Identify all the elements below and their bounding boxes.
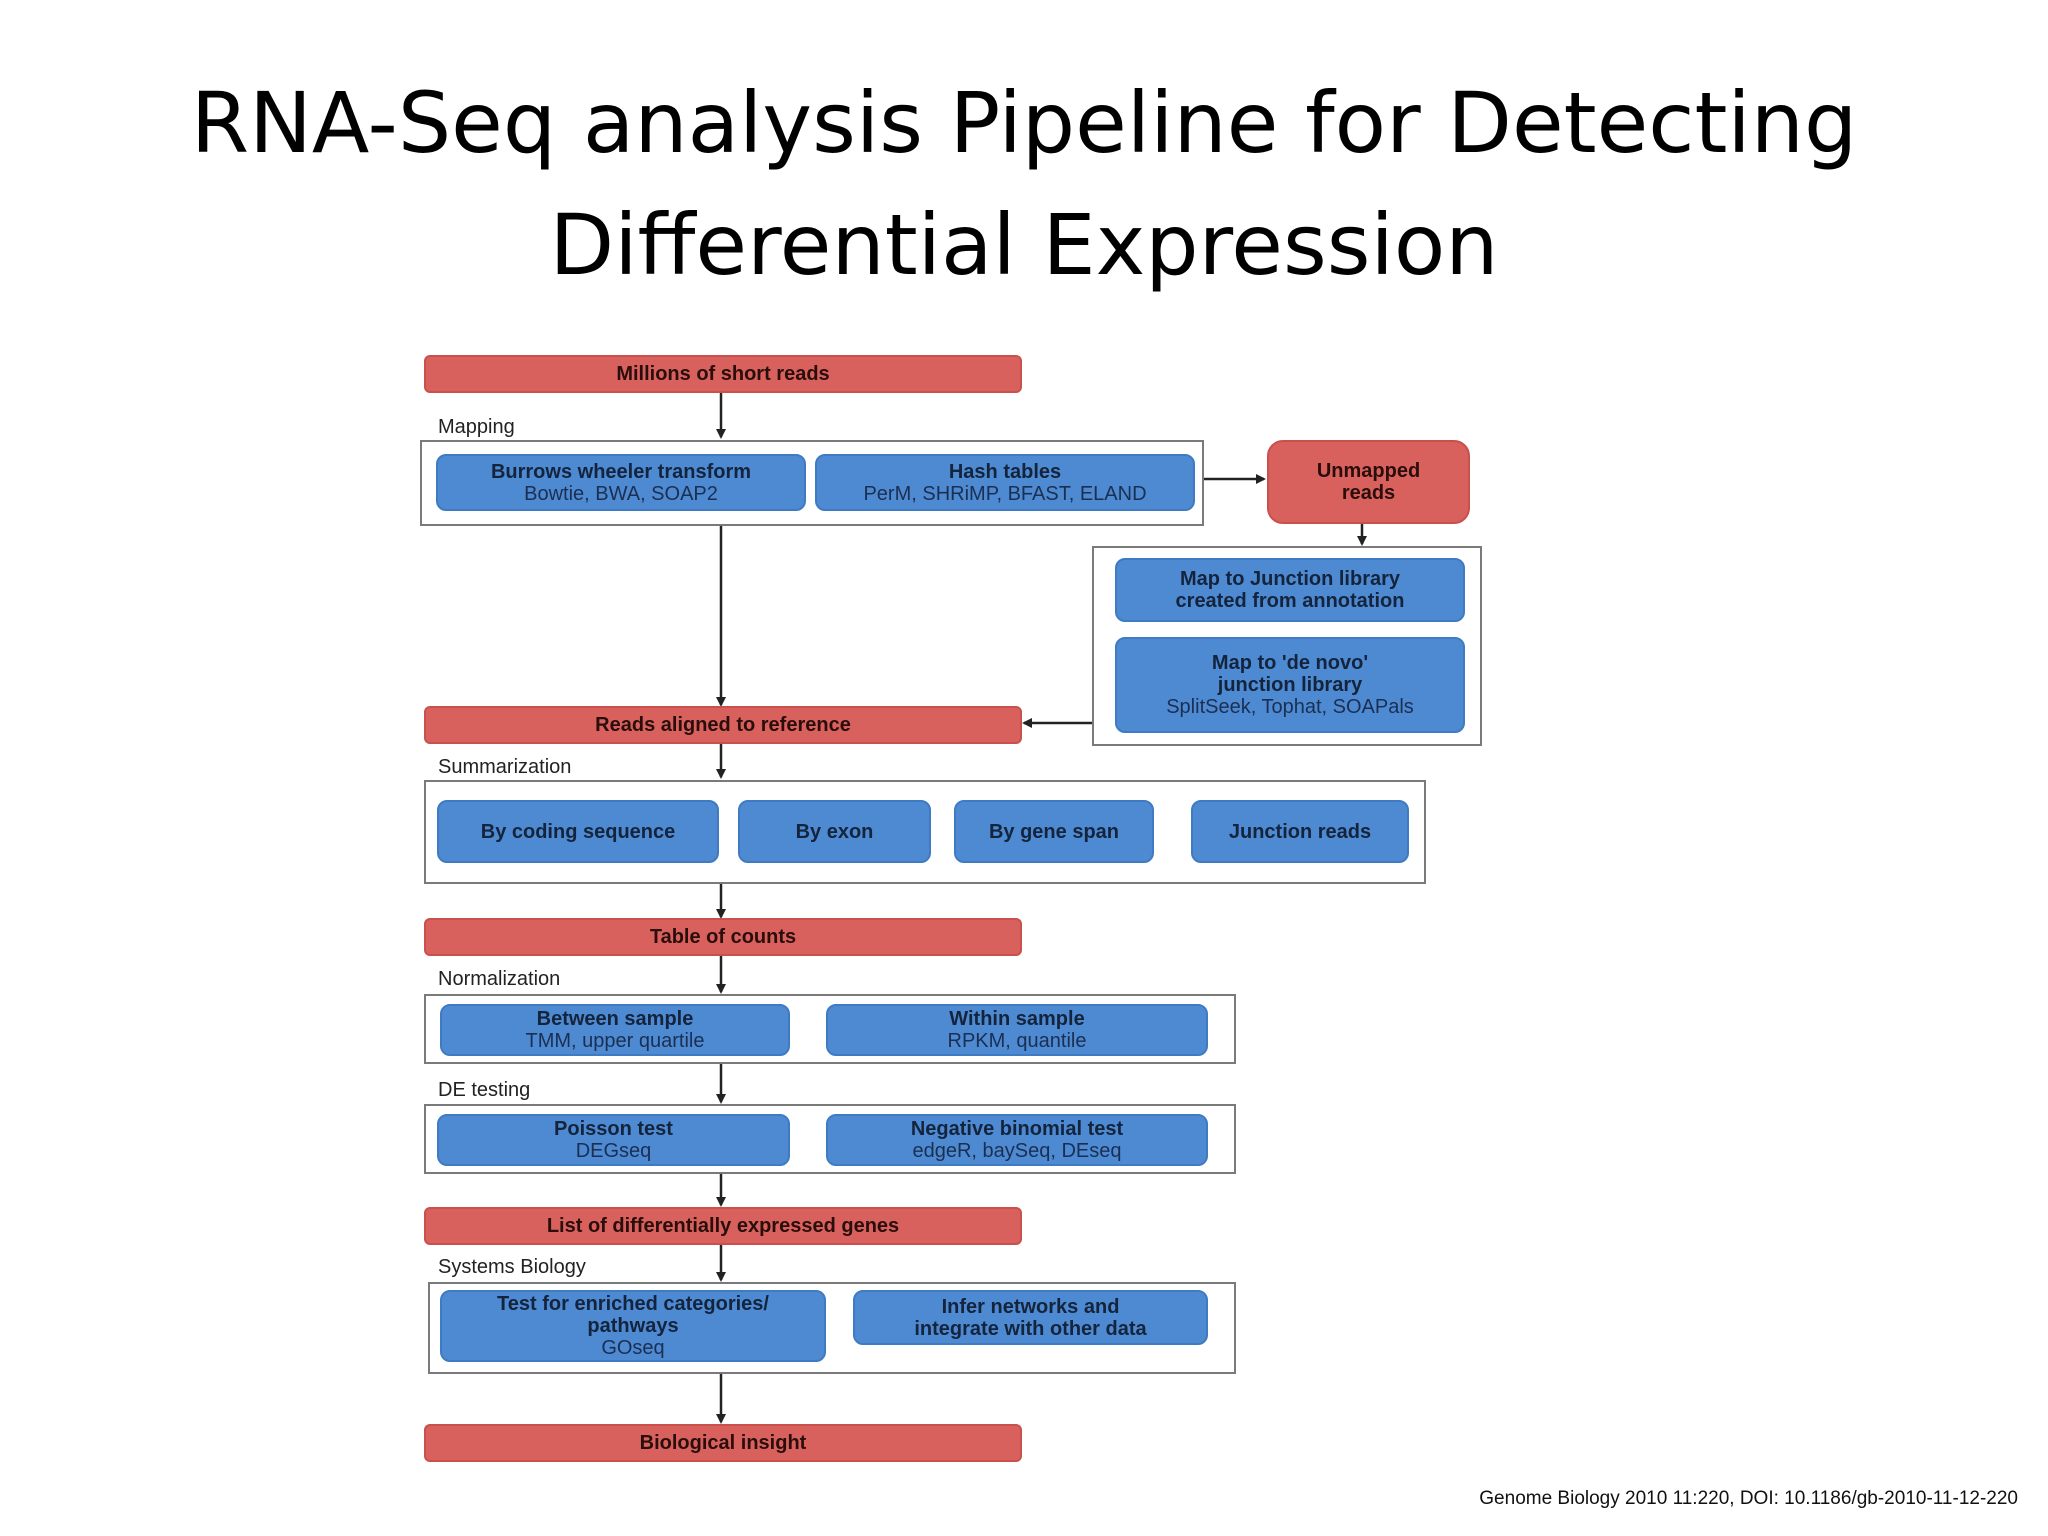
stage-unmapped-reads: Unmapped reads [1267, 440, 1470, 524]
citation: Genome Biology 2010 11:220, DOI: 10.1186… [1479, 1488, 2018, 1509]
stage-table-of-counts: Table of counts [424, 918, 1022, 956]
stage-de-gene-list: List of differentially expressed genes [424, 1207, 1022, 1245]
stage-short-reads: Millions of short reads [424, 355, 1022, 393]
method-hash-tables-title: Hash tables [948, 460, 1062, 483]
method-burrows-wheeler: Burrows wheeler transform Bowtie, BWA, S… [436, 454, 806, 511]
stage-de-gene-list-label: List of differentially expressed genes [546, 1214, 900, 1237]
method-enriched-categories-tools: GOseq [601, 1337, 665, 1359]
method-enriched-categories-line-2: pathways [587, 1315, 679, 1337]
section-label-systems-biology: Systems Biology [438, 1256, 586, 1278]
method-junction-denovo-line-2: junction library [1217, 674, 1363, 696]
stage-reads-aligned-label: Reads aligned to reference [595, 713, 851, 736]
method-within-sample: Within sample RPKM, quantile [826, 1004, 1208, 1056]
stage-reads-aligned: Reads aligned to reference [424, 706, 1022, 744]
method-poisson-test: Poisson test DEGseq [437, 1114, 790, 1166]
stage-biological-insight: Biological insight [424, 1424, 1022, 1462]
stage-short-reads-label: Millions of short reads [616, 362, 830, 385]
method-poisson-test-title: Poisson test [554, 1118, 673, 1140]
method-enriched-categories: Test for enriched categories/ pathways G… [440, 1290, 826, 1362]
stage-unmapped-line-2: reads [1341, 482, 1396, 504]
stage-biological-insight-label: Biological insight [639, 1431, 807, 1454]
method-infer-networks-line-2: integrate with other data [914, 1317, 1147, 1340]
method-enriched-categories-line-1: Test for enriched categories/ [497, 1293, 769, 1315]
method-hash-tables: Hash tables PerM, SHRiMP, BFAST, ELAND [815, 454, 1195, 511]
section-label-normalization: Normalization [438, 968, 561, 990]
method-junction-reads-label: Junction reads [1228, 820, 1372, 843]
method-by-exon: By exon [738, 800, 931, 863]
method-junction-annotation-line-1: Map to Junction library [1179, 568, 1401, 590]
method-by-coding-sequence-label: By coding sequence [480, 820, 676, 843]
slide-title-line-1: RNA-Seq analysis Pipeline for Detecting [190, 74, 1858, 172]
stage-table-of-counts-label: Table of counts [649, 925, 797, 948]
method-infer-networks: Infer networks and integrate with other … [853, 1290, 1208, 1345]
method-junction-reads: Junction reads [1191, 800, 1409, 863]
method-by-gene-span: By gene span [954, 800, 1154, 863]
stage-unmapped-line-1: Unmapped [1316, 460, 1421, 482]
method-infer-networks-line-1: Infer networks and [941, 1295, 1120, 1318]
method-hash-tables-tools: PerM, SHRiMP, BFAST, ELAND [863, 482, 1147, 505]
method-negative-binomial-tools: edgeR, baySeq, DEseq [912, 1140, 1122, 1162]
method-junction-annotation: Map to Junction library created from ann… [1115, 558, 1465, 622]
method-negative-binomial: Negative binomial test edgeR, baySeq, DE… [826, 1114, 1208, 1166]
method-junction-denovo-tools: SplitSeek, Tophat, SOAPals [1166, 696, 1414, 718]
method-junction-annotation-line-2: created from annotation [1175, 590, 1405, 612]
section-label-summarization: Summarization [438, 756, 572, 778]
method-by-exon-label: By exon [795, 820, 874, 843]
method-by-gene-span-label: By gene span [988, 820, 1120, 843]
method-between-sample-tools: TMM, upper quartile [525, 1030, 705, 1052]
section-label-de-testing: DE testing [438, 1079, 531, 1101]
method-poisson-test-tools: DEGseq [575, 1140, 652, 1162]
method-burrows-wheeler-title: Burrows wheeler transform [490, 460, 752, 483]
method-within-sample-tools: RPKM, quantile [947, 1030, 1087, 1052]
method-negative-binomial-title: Negative binomial test [910, 1118, 1124, 1140]
method-between-sample-title: Between sample [536, 1008, 694, 1030]
method-burrows-wheeler-tools: Bowtie, BWA, SOAP2 [524, 482, 718, 505]
method-junction-denovo-line-1: Map to 'de novo' [1211, 652, 1369, 674]
method-junction-denovo: Map to 'de novo' junction library SplitS… [1115, 637, 1465, 733]
method-by-coding-sequence: By coding sequence [437, 800, 719, 863]
slide-title-line-2: Differential Expression [549, 196, 1499, 294]
section-label-mapping: Mapping [438, 416, 515, 438]
method-between-sample: Between sample TMM, upper quartile [440, 1004, 790, 1056]
method-within-sample-title: Within sample [949, 1008, 1085, 1030]
slide-title: RNA-Seq analysis Pipeline for Detecting … [0, 62, 2048, 306]
